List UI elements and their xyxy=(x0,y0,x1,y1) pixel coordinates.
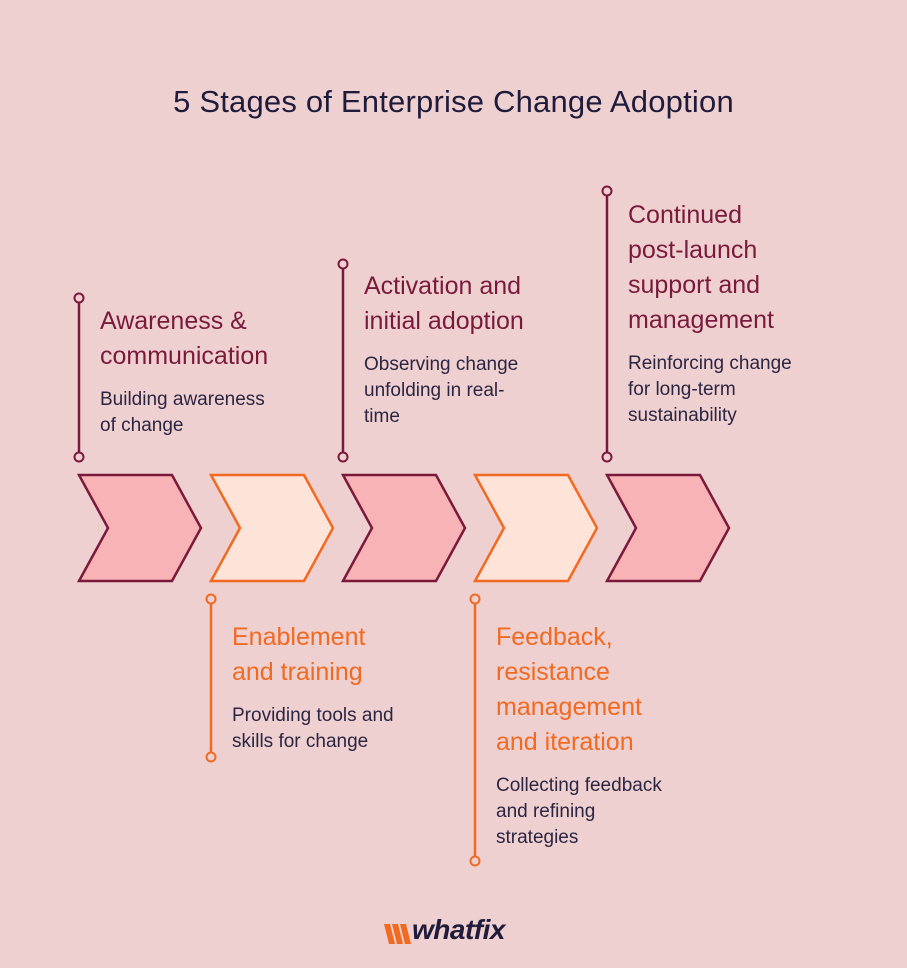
stage-5-text: Continued post-launch support and manage… xyxy=(628,198,858,429)
whatfix-logo-icon xyxy=(384,924,411,944)
page-title: 5 Stages of Enterprise Change Adoption xyxy=(173,84,734,119)
stage-1-heading: Awareness & communication xyxy=(100,307,269,370)
stage-5-chevron xyxy=(604,473,731,583)
stage-1-text: Awareness & communication Building aware… xyxy=(100,304,330,439)
stage-4-description: Collecting feedback and refining strateg… xyxy=(496,775,662,848)
stage-1-description: Building awareness of change xyxy=(100,389,265,436)
stage-2-text: Enablement and training Providing tools … xyxy=(232,620,462,755)
stage-3-text: Activation and initial adoption Observin… xyxy=(364,269,594,430)
stage-2-description: Providing tools and skills for change xyxy=(232,705,394,752)
stage-3-chevron xyxy=(340,473,467,583)
stage-4-heading: Feedback, resistance management and iter… xyxy=(496,623,642,756)
whatfix-logo: whatfix xyxy=(382,912,522,952)
stage-1-connector xyxy=(73,292,85,463)
whatfix-logo-text: whatfix xyxy=(412,914,505,945)
stage-5-description: Reinforcing change for long-term sustain… xyxy=(628,353,792,426)
stage-3-connector xyxy=(337,258,349,463)
stage-2-heading: Enablement and training xyxy=(232,623,366,686)
stage-3-description: Observing change unfolding in real- time xyxy=(364,354,519,427)
stage-4-connector xyxy=(469,593,481,867)
stage-4-chevron xyxy=(472,473,599,583)
stage-1-chevron xyxy=(76,473,203,583)
stage-4-text: Feedback, resistance management and iter… xyxy=(496,620,726,851)
stage-2-chevron xyxy=(208,473,335,583)
stage-3-heading: Activation and initial adoption xyxy=(364,272,524,335)
stage-5-heading: Continued post-launch support and manage… xyxy=(628,201,774,334)
stage-5-connector xyxy=(601,185,613,463)
stage-2-connector xyxy=(205,593,217,763)
